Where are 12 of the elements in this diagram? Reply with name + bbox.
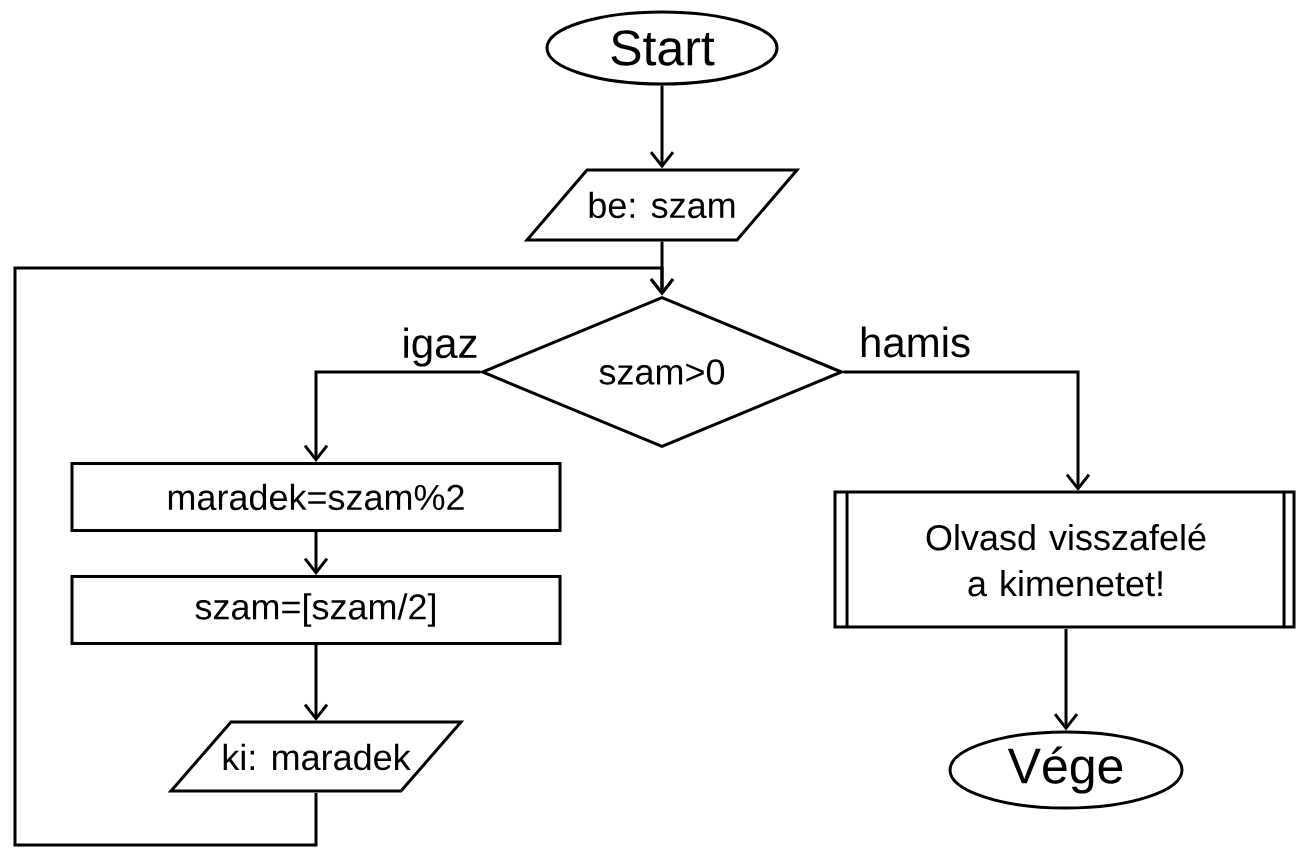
subroutine-box: Olvasd visszafelé a kimenetet! xyxy=(833,490,1296,629)
arrow xyxy=(649,85,675,169)
arrow xyxy=(303,645,329,721)
edge-label: igaz xyxy=(400,326,480,368)
process-box: maradek=szam%2 xyxy=(70,462,562,532)
arrow xyxy=(303,370,481,462)
arrow xyxy=(1053,629,1079,731)
arrow xyxy=(13,266,675,847)
process-box: szam=[szam/2] xyxy=(70,575,562,645)
arrow xyxy=(303,532,329,575)
edge-label: hamis xyxy=(858,325,973,359)
arrow xyxy=(843,370,1091,491)
